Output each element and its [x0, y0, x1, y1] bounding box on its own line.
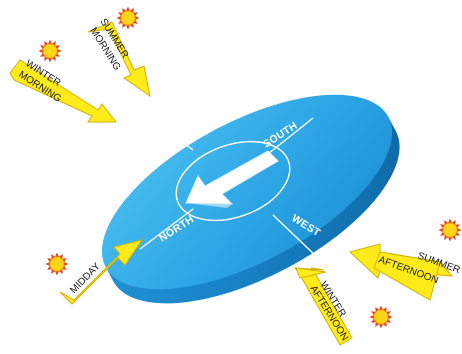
sun-arrow-winter-morning: WINTER MORNING — [9, 58, 118, 123]
divider-east — [126, 99, 194, 151]
sun-icon — [45, 252, 69, 276]
sun-icon — [438, 218, 462, 242]
sun-core — [42, 43, 58, 59]
sun-arrow-summer-morning: SUMMER MORNING — [87, 17, 151, 98]
arrow-shape — [9, 59, 118, 123]
direction-east-label: EAST — [129, 105, 160, 131]
divider-north — [139, 208, 194, 250]
sun-arrow-summer-afternoon: SUMMER AFTERNOON — [348, 243, 462, 301]
disc-division-lines — [126, 99, 319, 259]
arrow-shape — [87, 21, 151, 98]
sun-core — [442, 222, 458, 238]
sun-icon — [116, 6, 140, 30]
sun-core — [373, 309, 389, 325]
arrow-shape — [59, 239, 144, 305]
sun-core — [120, 10, 136, 26]
sun-icon — [38, 39, 62, 63]
divider-west — [272, 214, 319, 259]
sun-arrow-winter-afternoon: WINTER AFTERNOON — [293, 267, 353, 346]
north-pointer-arrow-icon — [185, 150, 279, 208]
divider-south — [267, 117, 314, 155]
sun-icon — [369, 305, 393, 329]
sun-core — [49, 256, 65, 272]
center-ring — [175, 140, 291, 222]
compass-disc — [101, 94, 400, 304]
disc-top — [101, 94, 393, 290]
